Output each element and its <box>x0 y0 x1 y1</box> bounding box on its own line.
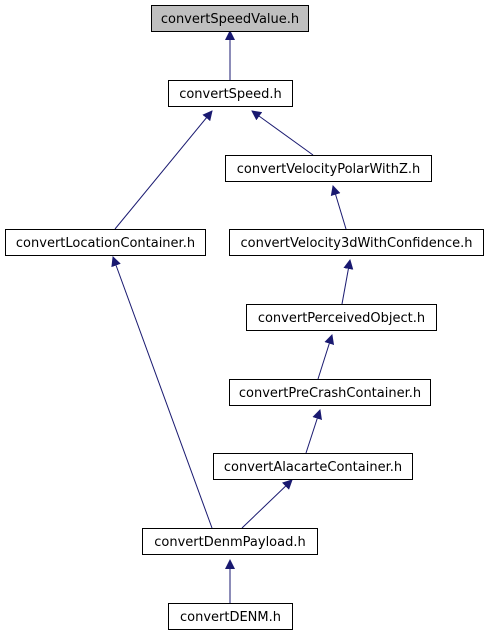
node-convertSpeedValue[interactable]: convertSpeedValue.h <box>151 5 309 32</box>
node-label: convertDenmPayload.h <box>154 535 305 550</box>
node-label: convertSpeedValue.h <box>161 12 299 27</box>
edge-convertPerceivedObject-to-convertVelocity3dWithConfidence <box>341 259 354 305</box>
node-box <box>213 453 413 480</box>
edge-convertVelocity3dWithConfidence-to-convertVelocityPolarWithZ <box>330 185 347 230</box>
node-label: convertLocationContainer.h <box>16 236 195 251</box>
nodes-layer: convertSpeedValue.h convertSpeed.h convert… <box>5 5 484 630</box>
node-convertDenmPayload[interactable]: convertDenmPayload.h <box>142 528 318 555</box>
node-box <box>168 603 293 630</box>
node-label: convertAlacarteContainer.h <box>224 460 402 475</box>
edges-layer <box>111 30 354 603</box>
node-convertLocationContainer[interactable]: convertLocationContainer.h <box>5 229 206 256</box>
node-label: convertPreCrashContainer.h <box>239 386 421 401</box>
node-box <box>225 155 432 182</box>
node-label: convertSpeed.h <box>179 87 282 102</box>
node-convertPreCrashContainer[interactable]: convertPreCrashContainer.h <box>229 379 431 406</box>
node-label: convertVelocity3dWithConfidence.h <box>241 236 473 251</box>
edge-convertDenmPayload-to-convertLocationContainer <box>111 256 213 529</box>
node-convertVelocityPolarWithZ[interactable]: convertVelocityPolarWithZ.h <box>225 155 432 182</box>
node-convertPerceivedObject[interactable]: convertPerceivedObject.h <box>246 304 437 331</box>
node-convertSpeed[interactable]: convertSpeed.h <box>168 80 293 107</box>
node-convertAlacarteContainer[interactable]: convertAlacarteContainer.h <box>213 453 413 480</box>
node-convertDENM[interactable]: convertDENM.h <box>168 603 293 630</box>
node-label: convertPerceivedObject.h <box>258 311 425 326</box>
node-box <box>168 80 293 107</box>
edge-convertDenmPayload-to-convertAlacarteContainer <box>241 479 293 529</box>
node-label: convertDENM.h <box>180 610 281 625</box>
node-box <box>151 5 309 32</box>
edge-convertPreCrashContainer-to-convertPerceivedObject <box>317 334 335 380</box>
edge-convertLocationContainer-to-convertSpeed <box>114 110 213 230</box>
node-box <box>229 229 484 256</box>
node-label: convertVelocityPolarWithZ.h <box>237 162 421 177</box>
node-box <box>246 304 437 331</box>
node-box <box>142 528 318 555</box>
node-box <box>229 379 431 406</box>
edge-convertAlacarteContainer-to-convertPreCrashContainer <box>305 409 322 454</box>
node-box <box>5 229 206 256</box>
node-convertVelocity3dWithConfidence[interactable]: convertVelocity3dWithConfidence.h <box>229 229 484 256</box>
edge-convertVelocityPolarWithZ-to-convertSpeed <box>251 110 314 156</box>
